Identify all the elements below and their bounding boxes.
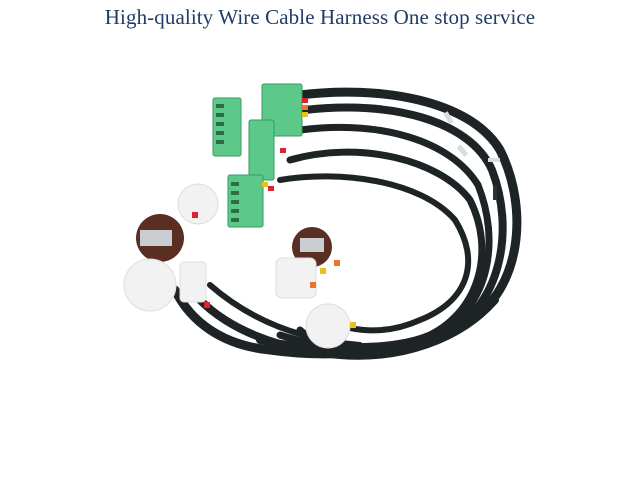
wire-labels: [262, 98, 308, 191]
cable-bundle: [170, 87, 522, 360]
connector-pins: [216, 104, 239, 222]
page-title: High-quality Wire Cable Harness One stop…: [104, 5, 536, 29]
product-photo: [123, 83, 522, 360]
sensor-modules-center: [275, 227, 356, 349]
terminal-block-connectors: [212, 83, 303, 228]
cable-ties: [443, 111, 500, 200]
sensor-modules-left: [123, 183, 219, 312]
